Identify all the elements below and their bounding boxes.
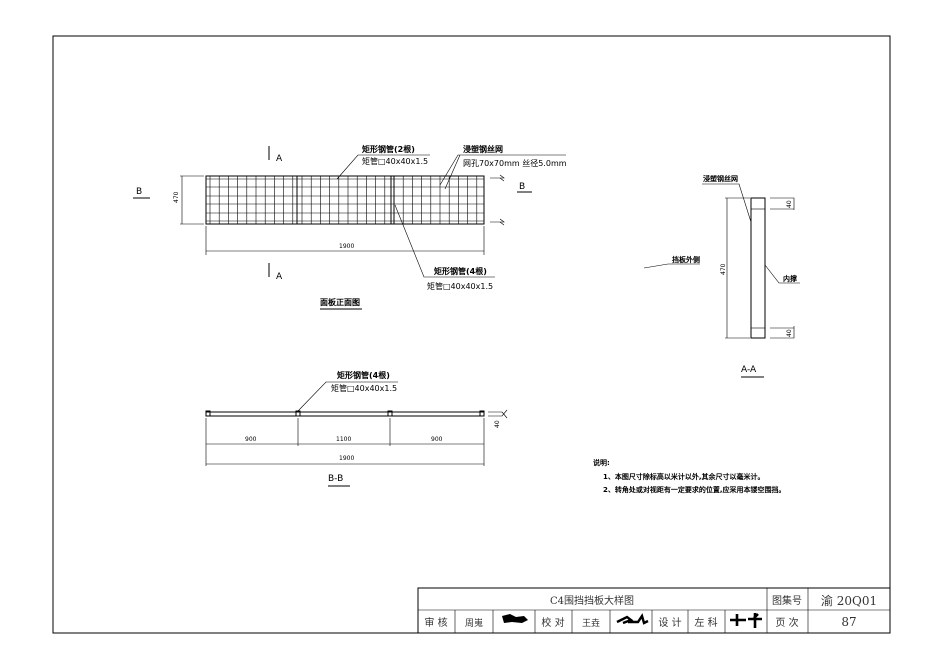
top-tube-spec: 矩管□40x40x1.5 bbox=[362, 156, 428, 166]
front-view: A A B B 470 1900 矩形钢管(2根) 矩管□40x40x1.5 浸… bbox=[133, 144, 567, 310]
review-name: 周嵬 bbox=[465, 618, 483, 629]
page-label: 页 次 bbox=[775, 616, 798, 629]
note-item: 1、本图尺寸除标高以米计以外,其余尺寸以毫米计。 bbox=[603, 472, 765, 481]
section-bb-title: B-B bbox=[328, 474, 343, 484]
tube-section bbox=[205, 410, 211, 417]
break-arrows bbox=[490, 174, 505, 226]
tube-section bbox=[479, 410, 485, 417]
top-tube-label: 矩形钢管(2根) bbox=[361, 144, 415, 154]
inner-brace-label: 内撑 bbox=[783, 274, 797, 283]
tube-spec: 矩管□40x40x1.5 bbox=[331, 383, 397, 393]
leader-outer bbox=[643, 263, 700, 269]
check-label: 校 对 bbox=[541, 616, 564, 629]
mesh-label: 浸塑钢丝网 bbox=[463, 144, 503, 154]
top-dim: 40 bbox=[786, 200, 793, 208]
height-dim: 470 bbox=[720, 263, 727, 275]
width-dim: 1900 bbox=[339, 243, 354, 250]
leader-top-tube bbox=[336, 154, 430, 180]
section-a-label: A bbox=[276, 272, 283, 282]
atlas-label: 图集号 bbox=[772, 594, 802, 607]
check-name: 王垚 bbox=[582, 618, 600, 629]
dim-segment: 900 bbox=[245, 436, 257, 443]
sheet-border bbox=[52, 35, 891, 634]
notes-heading: 说明: bbox=[593, 458, 610, 467]
notes: 说明: 1、本图尺寸除标高以米计以外,其余尺寸以毫米计。 2、转角处或对视距有一… bbox=[593, 458, 786, 494]
wire-mesh-panel bbox=[206, 176, 484, 224]
thickness-dim: 40 bbox=[494, 420, 501, 428]
design-signature bbox=[730, 613, 762, 628]
title-block: C4围挡挡板大样图 图集号 渝 20Q01 审 核 周嵬 校 对 王垚 设 计 … bbox=[417, 587, 891, 634]
section-b-label: B bbox=[519, 182, 525, 192]
section-bb: 40 矩形钢管(4根) 矩管□40x40x1.5 900 1100 900 19… bbox=[205, 370, 508, 487]
dim-segment: 1100 bbox=[336, 436, 351, 443]
leader-bottom-tube bbox=[394, 204, 495, 278]
check-signature bbox=[616, 613, 649, 625]
title-block-frame bbox=[417, 587, 891, 634]
section-profile bbox=[750, 197, 766, 339]
leader-tube bbox=[297, 381, 398, 412]
note-item: 2、转角处或对视距有一定要求的位置,应采用本镂空围挡。 bbox=[603, 485, 786, 494]
design-name: 左 科 bbox=[694, 616, 717, 629]
review-signature bbox=[502, 614, 528, 623]
design-label: 设 计 bbox=[658, 616, 681, 629]
panel-outline bbox=[205, 175, 485, 225]
front-view-title: 面板正面图 bbox=[320, 297, 360, 307]
page-number: 87 bbox=[841, 615, 856, 629]
tube-label: 矩形钢管(4根) bbox=[336, 370, 390, 380]
bottom-tube-label: 矩形钢管(4根) bbox=[433, 266, 487, 276]
leader-mesh bbox=[439, 154, 566, 190]
leader-mesh bbox=[702, 183, 752, 223]
outer-side-label: 挡板外侧 bbox=[672, 255, 700, 264]
height-dim: 470 bbox=[173, 191, 180, 203]
section-aa-title: A-A bbox=[741, 365, 757, 375]
bottom-dim: 40 bbox=[786, 329, 793, 337]
bottom-tube-spec: 矩管□40x40x1.5 bbox=[427, 281, 493, 291]
review-label: 审 核 bbox=[424, 616, 447, 629]
atlas-number: 渝 20Q01 bbox=[821, 593, 877, 608]
drawing-title: C4围挡挡板大样图 bbox=[550, 594, 634, 607]
section-a-label: A bbox=[276, 154, 283, 164]
section-aa: 470 40 40 浸塑钢丝网 挡板外侧 内撑 A-A bbox=[643, 174, 800, 378]
section-b-label: B bbox=[136, 187, 142, 197]
mesh-spec: 网孔70x70mm 丝径5.0mm bbox=[463, 158, 567, 168]
total-dim: 1900 bbox=[339, 455, 354, 462]
tube-section bbox=[387, 410, 393, 417]
mesh-label: 浸塑钢丝网 bbox=[703, 174, 738, 183]
leader-inner bbox=[764, 264, 800, 284]
dim-segment: 900 bbox=[431, 436, 443, 443]
